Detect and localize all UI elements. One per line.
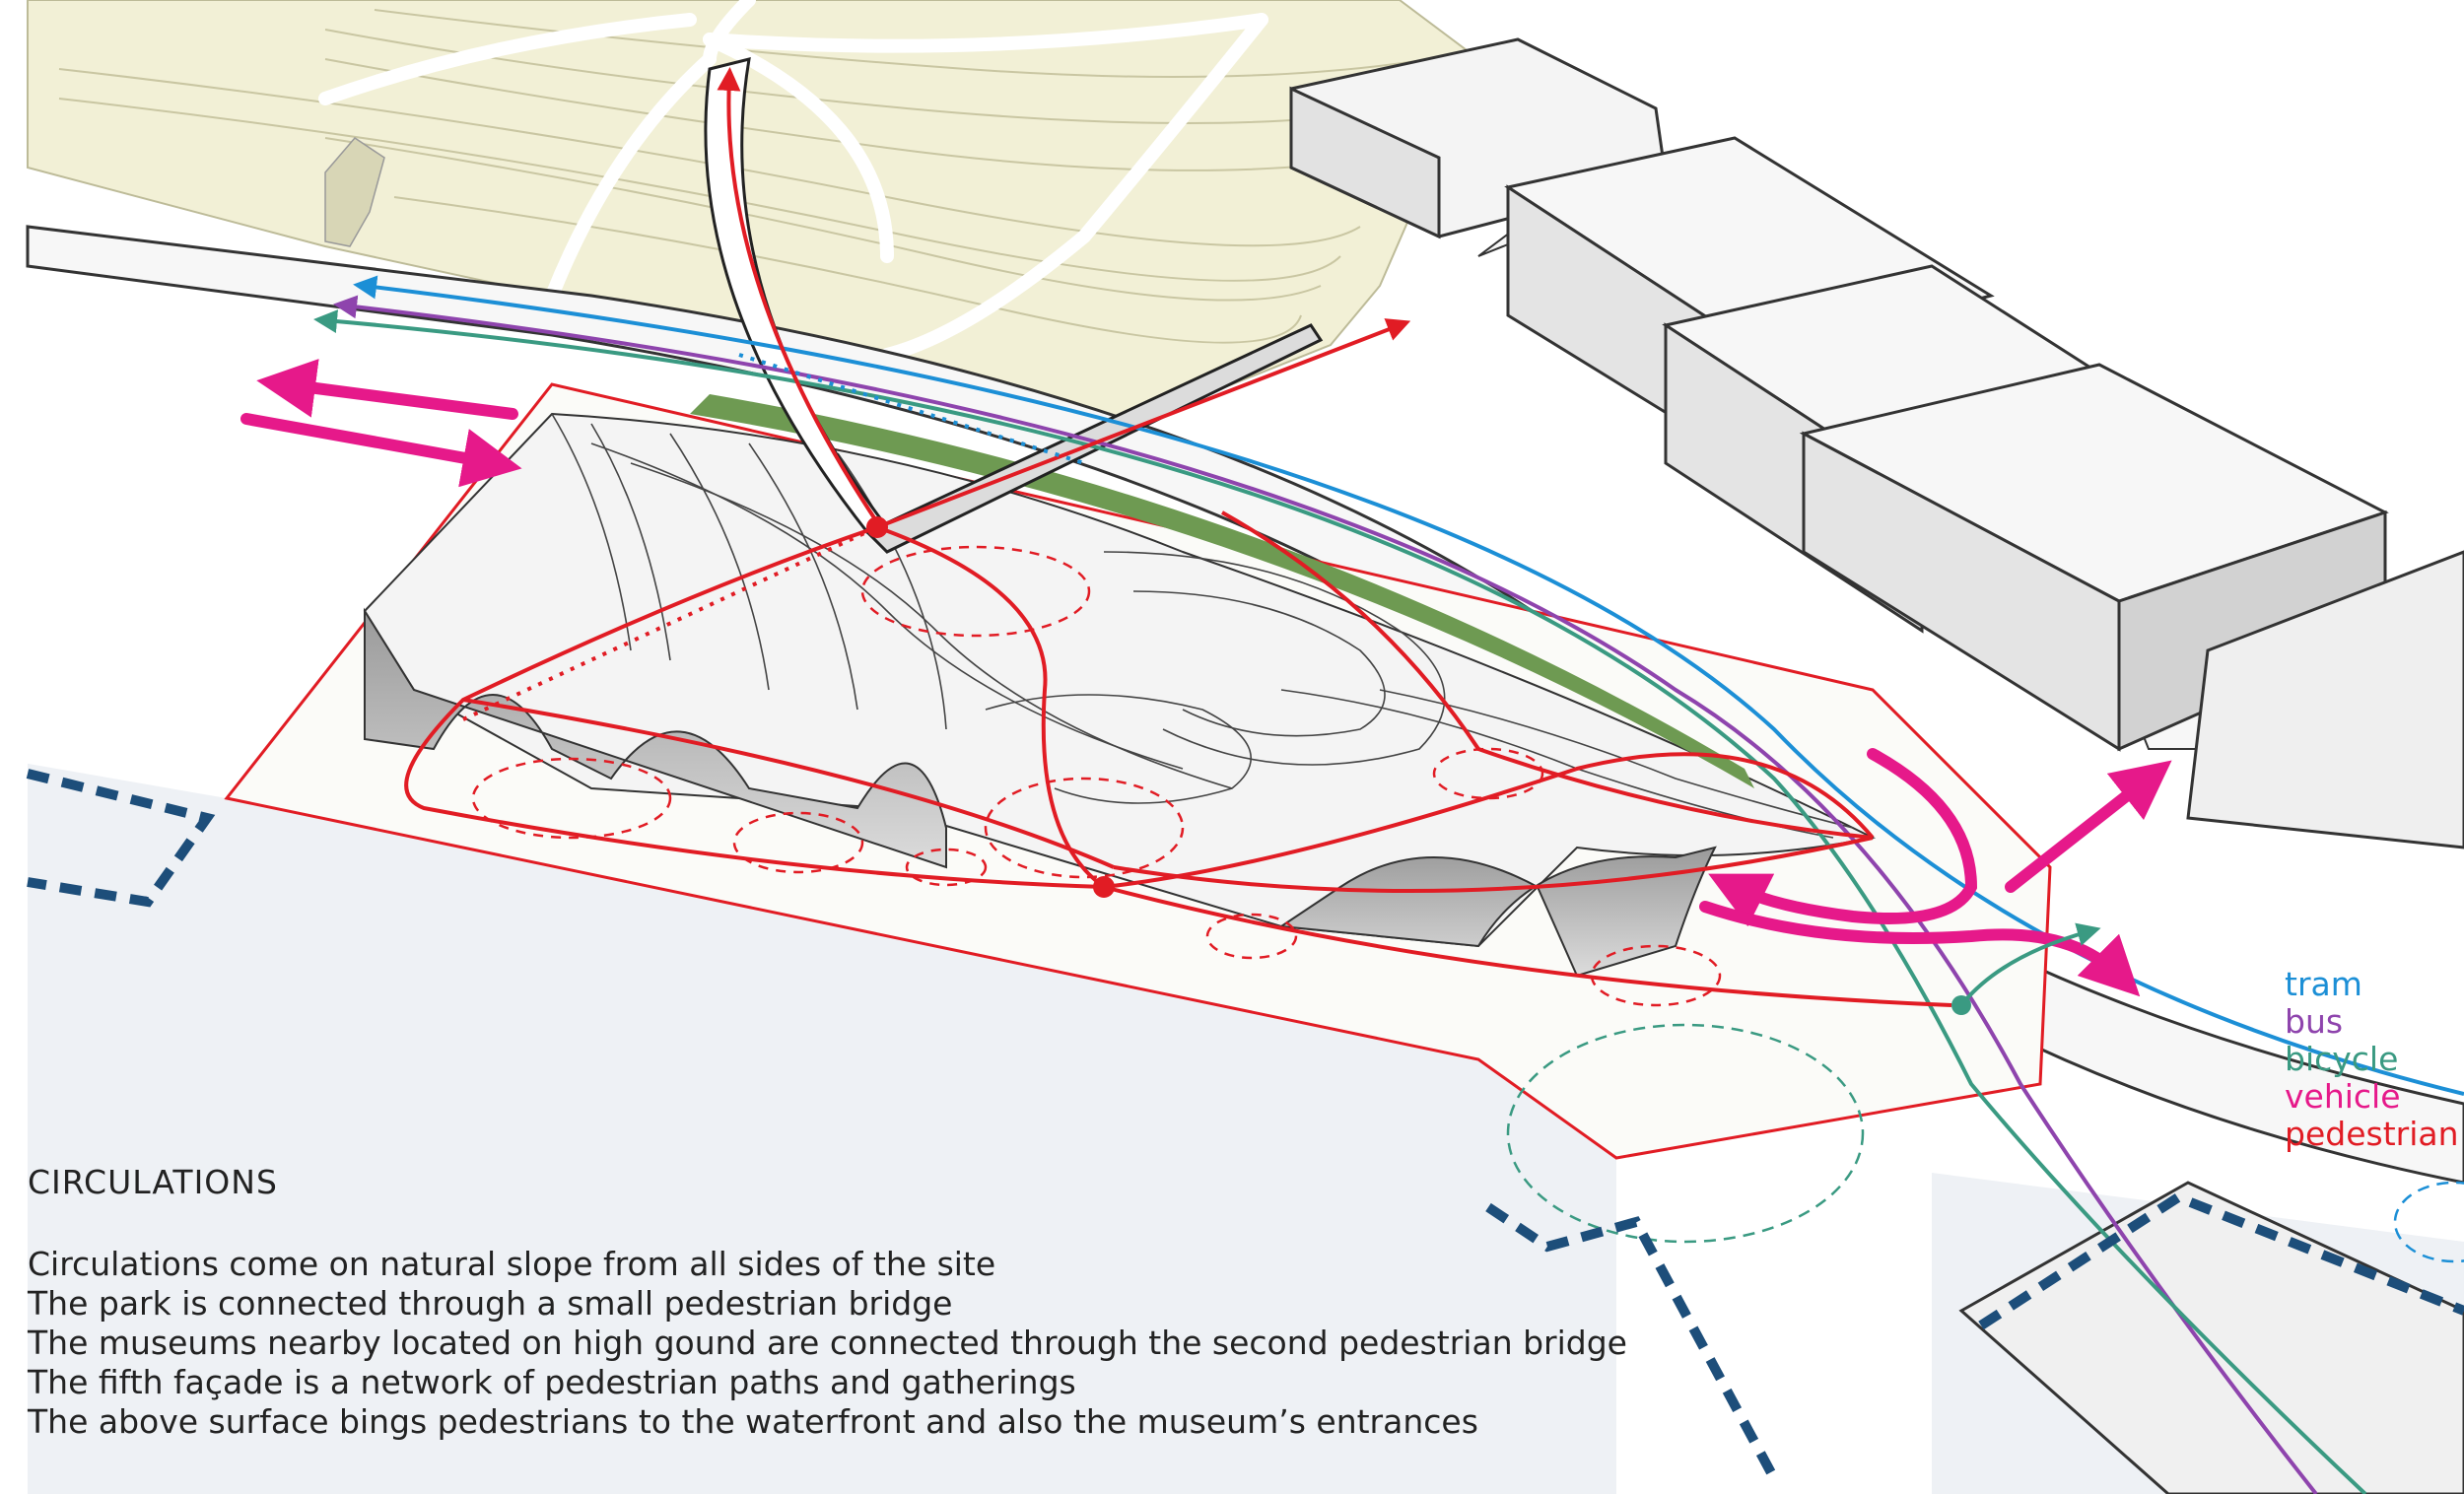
caption-line: The fifth façade is a network of pedestr… [28,1363,1076,1401]
bicycle-node [1951,995,1971,1015]
bus-line [333,295,2318,1494]
gathering-areas [471,545,1722,1007]
bicycle-line [313,309,2367,1494]
caption-line: The above surface bings pedestrians to t… [28,1402,1478,1441]
park-contours [58,9,1430,344]
pedestrian-node-bridge [866,516,888,538]
building-right [2186,550,2464,849]
legend-item-pedestrian: pedestrian [2285,1115,2459,1153]
pedestrian-dotted-path [462,525,878,721]
caption-line: The park is connected through a small pe… [28,1284,953,1323]
legend-item-bicycle: bicycle [2285,1040,2399,1078]
caption: CIRCULATIONS Circulations come on natura… [28,1163,1627,1442]
caption-line: The museums nearby located on high gound… [28,1324,1627,1362]
pedestrian-bridge-museum [864,323,1324,554]
plaza-circle [1506,1023,1865,1244]
legend-item-bus: bus [2285,1002,2344,1041]
museum-roof [363,412,1877,948]
water-area [0,759,1616,1494]
legend-item-tram: tram [2285,965,2362,1003]
dashed-boundaries [26,769,2464,1481]
pedestrian-node-roof [1093,876,1115,898]
park-paths [318,0,1268,362]
legend: tram bus bicycle vehicle pedestrian [2285,966,2459,1153]
museum-facade-left [364,607,947,869]
caption-title: CIRCULATIONS [28,1163,278,1201]
tram-line [353,275,2464,1096]
legend-item-vehicle: vehicle [2285,1077,2401,1116]
transit-lines [313,275,2464,1494]
tram-dotted-path [738,353,1085,465]
vehicle-arrows [240,359,2172,997]
caption-line: Circulations come on natural slope from … [28,1245,996,1283]
